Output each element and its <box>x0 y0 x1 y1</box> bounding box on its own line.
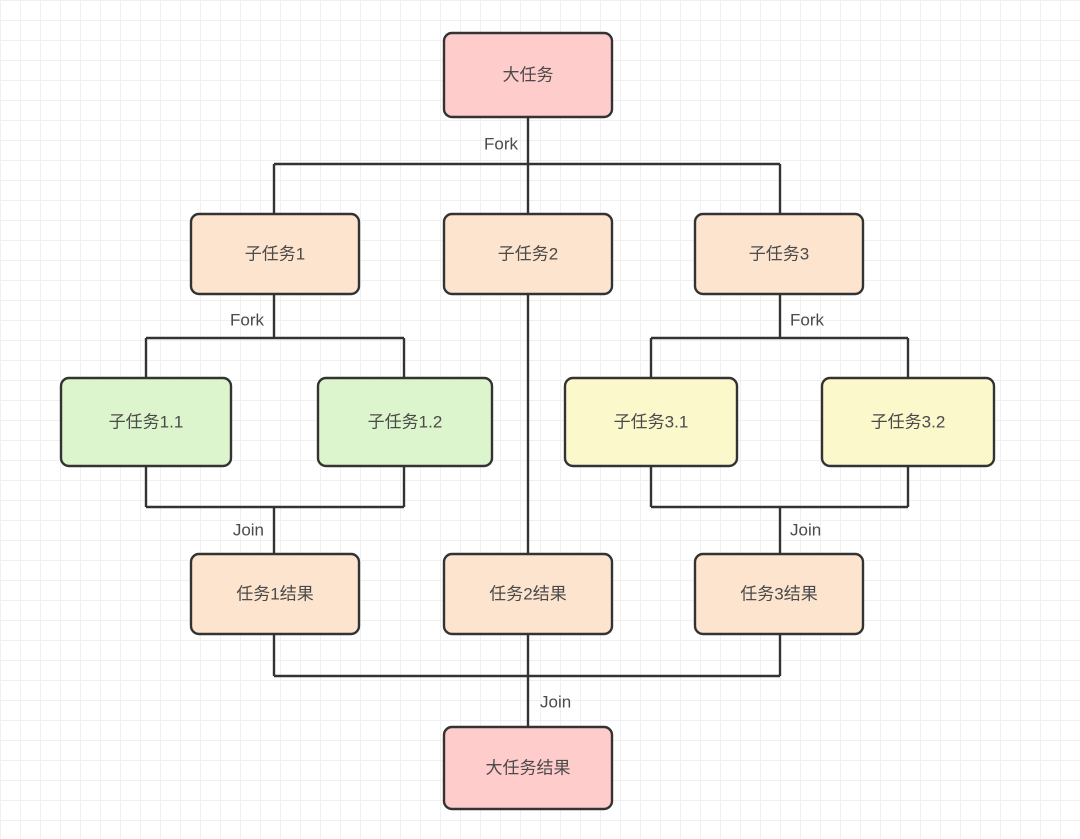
edge-join-bottom <box>272 634 782 727</box>
edge-join-right <box>649 466 910 554</box>
node-box-subtask-1[interactable] <box>189 212 361 296</box>
node-subtask-2[interactable]: 子任务2 <box>442 212 614 296</box>
edge-fork-left <box>144 294 406 378</box>
node-box-big-task-result[interactable] <box>442 725 614 811</box>
node-label-subtask-2: 子任务2 <box>498 244 558 263</box>
edge-fork-right <box>649 294 910 378</box>
label-fork-right: Fork <box>790 310 825 329</box>
node-box-subtask-1-1[interactable] <box>59 376 233 468</box>
node-label-big-task: 大任务 <box>503 65 554 84</box>
node-subtask-1-1[interactable]: 子任务1.1 <box>59 376 233 468</box>
node-box-result-3[interactable] <box>693 552 865 636</box>
node-big-task-result[interactable]: 大任务结果 <box>442 725 614 811</box>
node-subtask-3-1[interactable]: 子任务3.1 <box>563 376 739 468</box>
edges-layer <box>144 117 910 727</box>
node-subtask-3[interactable]: 子任务3 <box>693 212 865 296</box>
node-box-subtask-3-1[interactable] <box>563 376 739 468</box>
node-label-subtask-3-1: 子任务3.1 <box>614 412 689 431</box>
node-box-subtask-2[interactable] <box>442 212 614 296</box>
node-label-subtask-3: 子任务3 <box>749 244 809 263</box>
node-box-result-1[interactable] <box>189 552 361 636</box>
label-join-right: Join <box>790 520 821 539</box>
node-box-subtask-3-2[interactable] <box>820 376 996 468</box>
label-fork-top: Fork <box>484 134 519 153</box>
node-label-subtask-3-2: 子任务3.2 <box>871 412 946 431</box>
node-label-result-1: 任务1结果 <box>236 584 313 603</box>
edge-fork-top <box>272 117 782 214</box>
node-box-big-task[interactable] <box>442 31 614 119</box>
node-subtask-3-2[interactable]: 子任务3.2 <box>820 376 996 468</box>
node-label-result-3: 任务3结果 <box>740 584 817 603</box>
node-label-subtask-1-2: 子任务1.2 <box>368 412 443 431</box>
node-label-subtask-1-1: 子任务1.1 <box>109 412 184 431</box>
label-fork-left: Fork <box>230 310 265 329</box>
node-subtask-1[interactable]: 子任务1 <box>189 212 361 296</box>
node-result-3[interactable]: 任务3结果 <box>693 552 865 636</box>
node-label-result-2: 任务2结果 <box>489 584 566 603</box>
node-label-big-task-result: 大任务结果 <box>486 758 571 777</box>
edge-join-left <box>144 466 406 554</box>
node-subtask-1-2[interactable]: 子任务1.2 <box>316 376 494 468</box>
node-label-subtask-1: 子任务1 <box>245 244 305 263</box>
label-join-bottom: Join <box>540 692 571 711</box>
node-result-1[interactable]: 任务1结果 <box>189 552 361 636</box>
node-box-subtask-3[interactable] <box>693 212 865 296</box>
node-box-result-2[interactable] <box>442 552 614 636</box>
node-big-task[interactable]: 大任务 <box>442 31 614 119</box>
node-result-2[interactable]: 任务2结果 <box>442 552 614 636</box>
label-join-left: Join <box>233 520 264 539</box>
node-box-subtask-1-2[interactable] <box>316 376 494 468</box>
